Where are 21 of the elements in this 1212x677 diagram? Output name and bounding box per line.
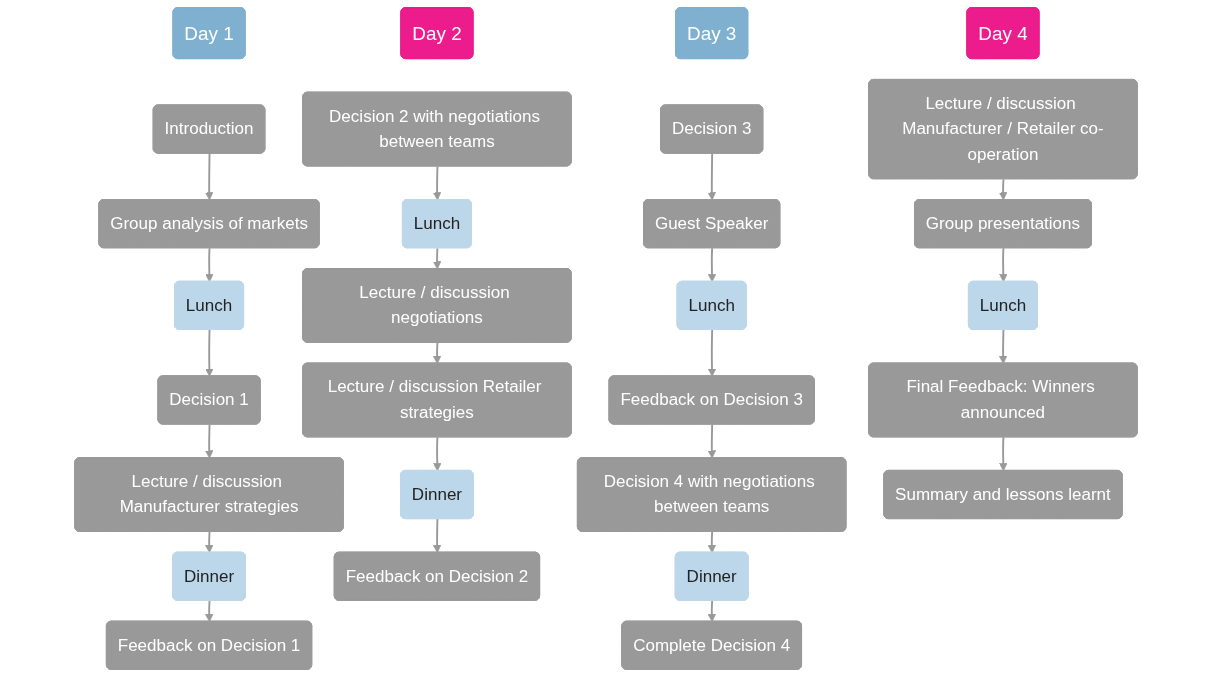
arrow	[999, 436, 1008, 472]
arrow	[707, 530, 716, 554]
arrow	[205, 530, 214, 554]
arrow	[707, 152, 716, 201]
arrow	[707, 599, 716, 623]
arrow	[707, 247, 717, 283]
arrow	[205, 152, 214, 201]
arrow	[432, 341, 442, 364]
arrow	[998, 178, 1008, 201]
arrow	[707, 329, 717, 377]
arrow	[998, 329, 1008, 364]
arrow	[205, 247, 214, 283]
arrow	[205, 599, 214, 623]
arrow	[432, 165, 442, 201]
arrow	[999, 247, 1008, 283]
arrow	[707, 423, 716, 459]
arrow	[205, 329, 214, 377]
arrow	[432, 518, 442, 554]
arrow	[205, 423, 214, 459]
arrow	[433, 436, 442, 472]
arrow	[432, 247, 442, 270]
